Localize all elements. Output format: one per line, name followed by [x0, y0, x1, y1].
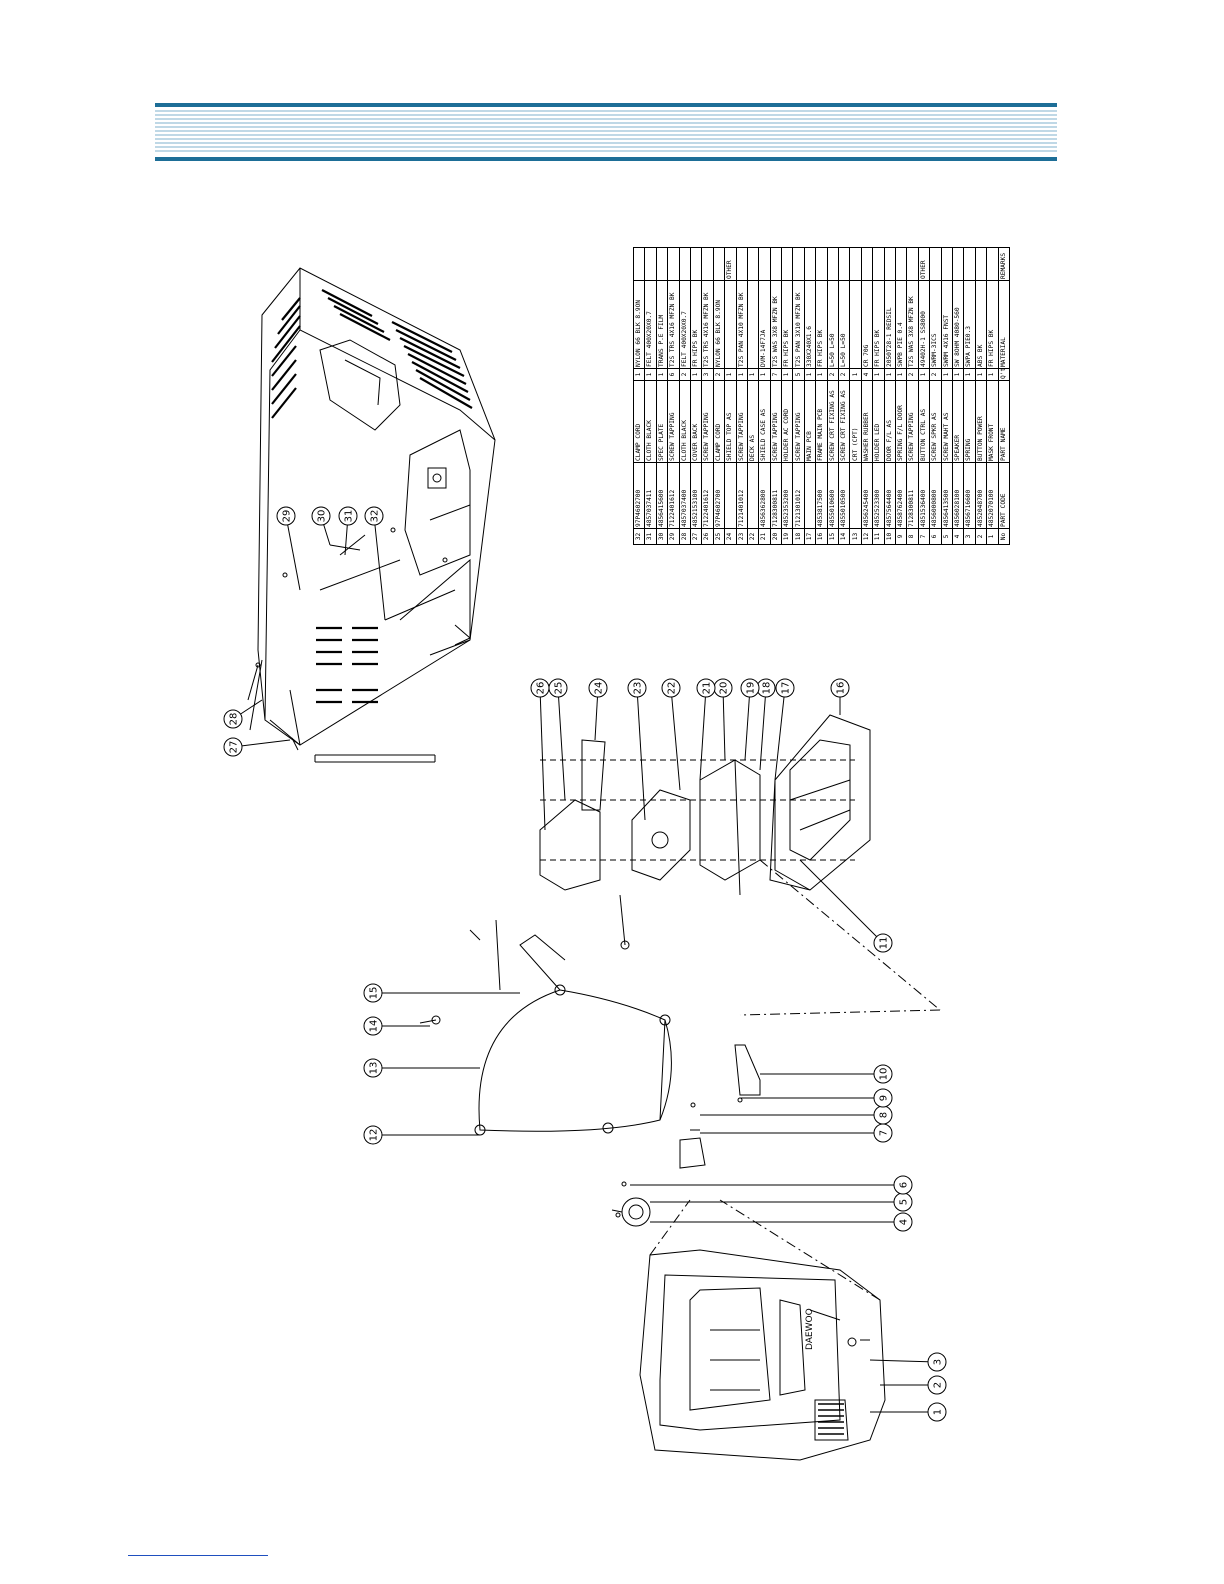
callout-number: 19 — [746, 682, 757, 695]
callout-11: 11 — [873, 933, 893, 953]
callout-number: 2 — [933, 1382, 944, 1388]
callout-number: 4 — [899, 1219, 910, 1225]
callout-number: 25 — [554, 682, 565, 695]
callout-3: 3 — [927, 1352, 947, 1372]
callout-31: 31 — [338, 506, 358, 526]
callout-20: 20 — [713, 678, 733, 698]
callout-number: 9 — [879, 1095, 890, 1101]
small-parts-drawing — [611, 1044, 761, 1227]
callout-number: 11 — [879, 937, 890, 950]
callout-26: 26 — [530, 678, 550, 698]
callout-number: 6 — [899, 1182, 910, 1188]
callout-number: 1 — [933, 1409, 944, 1415]
callout-number: 14 — [369, 1020, 380, 1033]
callout-number: 28 — [229, 713, 240, 726]
front-mask-grille — [818, 1403, 844, 1435]
callout-17: 17 — [775, 678, 795, 698]
front-mask-brand: DAEWOO — [805, 1308, 815, 1350]
callout-number: 18 — [762, 682, 773, 695]
callout-number: 7 — [879, 1130, 890, 1136]
callout-1: 1 — [927, 1402, 947, 1422]
callout-16: 16 — [830, 678, 850, 698]
callout-7: 7 — [873, 1123, 893, 1143]
callout-number: 22 — [667, 682, 678, 695]
callout-number: 32 — [370, 510, 381, 523]
callout-32: 32 — [364, 506, 384, 526]
callout-number: 26 — [536, 682, 547, 695]
callout-27: 27 — [223, 737, 243, 757]
callout-number: 17 — [781, 682, 792, 695]
callout-number: 16 — [836, 682, 847, 695]
callout-number: 20 — [719, 682, 730, 695]
leader-lines — [232, 515, 938, 1413]
callout-number: 10 — [879, 1068, 890, 1081]
callout-28: 28 — [223, 709, 243, 729]
callout-25: 25 — [548, 678, 568, 698]
callout-4: 4 — [893, 1212, 913, 1232]
callout-15: 15 — [363, 983, 383, 1003]
callout-number: 31 — [344, 510, 355, 523]
callout-number: 29 — [282, 510, 293, 523]
back-cover-vents — [271, 289, 473, 704]
callout-number: 23 — [633, 682, 644, 695]
callout-number: 5 — [899, 1199, 910, 1205]
chassis-drawing — [539, 714, 941, 1016]
callout-9: 9 — [873, 1088, 893, 1108]
callout-13: 13 — [363, 1058, 383, 1078]
callout-24: 24 — [588, 678, 608, 698]
callout-12: 12 — [363, 1125, 383, 1145]
callout-19: 19 — [740, 678, 760, 698]
callout-number: 13 — [369, 1062, 380, 1075]
footer-rule — [128, 1555, 268, 1556]
callout-number: 30 — [317, 510, 328, 523]
callout-number: 24 — [594, 682, 605, 695]
callout-number: 3 — [933, 1359, 944, 1365]
callout-21: 21 — [696, 678, 716, 698]
callout-number: 12 — [369, 1129, 380, 1142]
callout-number: 27 — [229, 741, 240, 754]
callout-5: 5 — [893, 1192, 913, 1212]
front-mask-drawing — [639, 1199, 886, 1461]
callout-10: 10 — [873, 1064, 893, 1084]
callout-number: 8 — [879, 1112, 890, 1118]
callout-23: 23 — [627, 678, 647, 698]
callout-22: 22 — [661, 678, 681, 698]
header-band — [155, 103, 1057, 161]
callout-30: 30 — [311, 506, 331, 526]
crt-drawing — [419, 894, 672, 1136]
callout-8: 8 — [873, 1105, 893, 1125]
callout-number: 21 — [702, 682, 713, 695]
callout-29: 29 — [276, 506, 296, 526]
callout-6: 6 — [893, 1175, 913, 1195]
callout-2: 2 — [927, 1375, 947, 1395]
callout-number: 15 — [369, 987, 380, 1000]
callout-18: 18 — [756, 678, 776, 698]
callout-14: 14 — [363, 1016, 383, 1036]
